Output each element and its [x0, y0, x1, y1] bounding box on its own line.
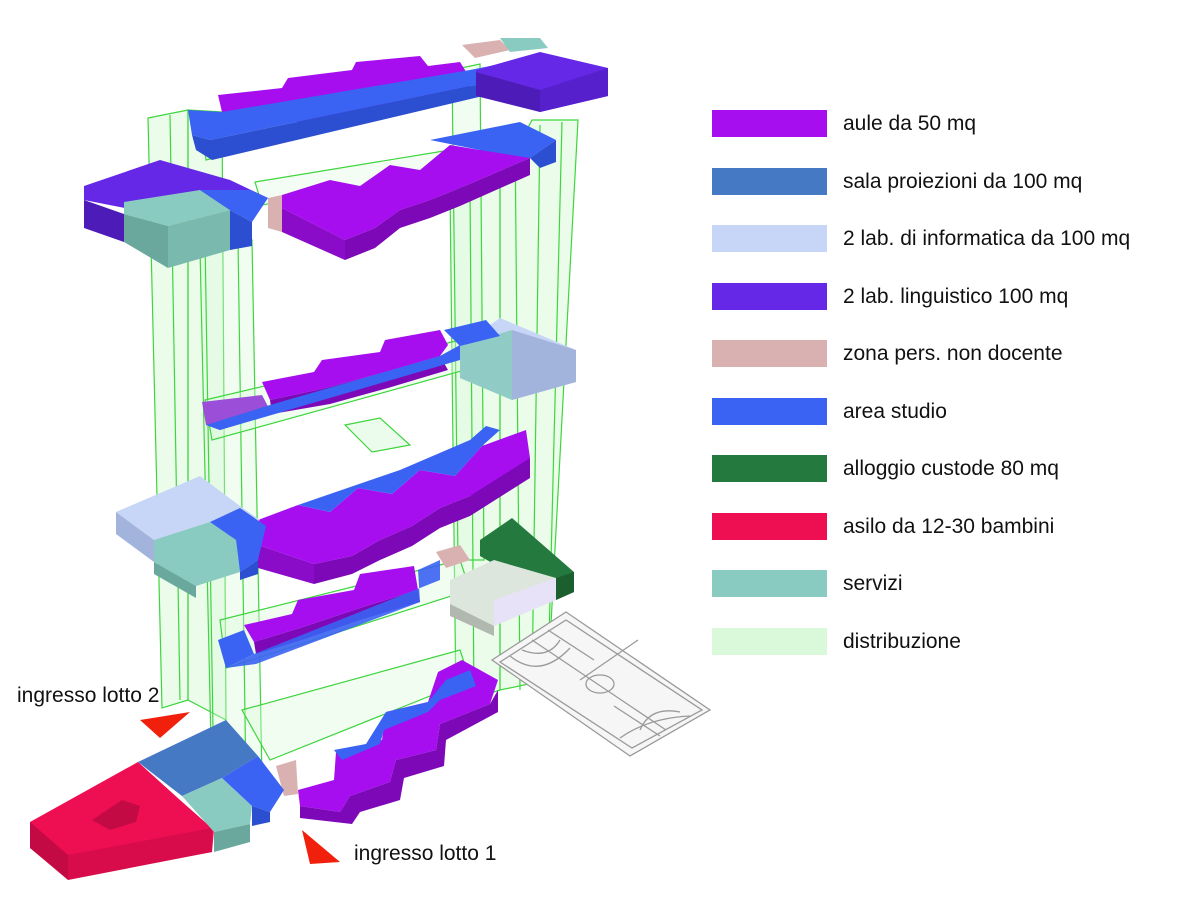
legend-label: asilo da 12-30 bambini — [843, 514, 1055, 538]
legend-swatch — [712, 167, 827, 195]
floor-3 — [84, 38, 608, 268]
legend-label: sala proiezioni da 100 mq — [843, 169, 1083, 193]
legend-swatch — [712, 570, 827, 597]
ground-floor — [30, 660, 498, 880]
legend-label: 2 lab. linguistico 100 mq — [843, 284, 1069, 308]
floor-2 — [116, 318, 576, 598]
legend-swatch — [712, 282, 827, 310]
legend-swatch — [712, 455, 827, 482]
legend-swatch — [712, 397, 827, 425]
legend-swatch — [712, 110, 827, 137]
legend-label: area studio — [843, 399, 947, 423]
legend-swatch — [712, 340, 827, 367]
legend-swatch — [712, 627, 827, 655]
legend-swatch — [712, 225, 827, 252]
entrance-label-lotto-2: ingresso lotto 2 — [17, 684, 160, 707]
legend-label: servizi — [843, 572, 903, 595]
legend-swatch — [712, 512, 827, 540]
basketball-court — [490, 611, 712, 757]
legend-label: distribuzione — [843, 629, 961, 653]
legend-label: alloggio custode 80 mq — [843, 457, 1059, 480]
floor-1 — [218, 518, 574, 668]
entrance-arrow-lotto-1 — [302, 830, 340, 864]
entrance-arrows — [140, 712, 340, 864]
legend-label: 2 lab. di informatica da 100 mq — [843, 227, 1131, 250]
entrance-arrow-lotto-2 — [140, 712, 190, 738]
legend-label: zona pers. non docente — [843, 342, 1063, 365]
entrance-label-lotto-1: ingresso lotto 1 — [354, 842, 497, 865]
legend-label: aule da 50 mq — [843, 112, 977, 135]
